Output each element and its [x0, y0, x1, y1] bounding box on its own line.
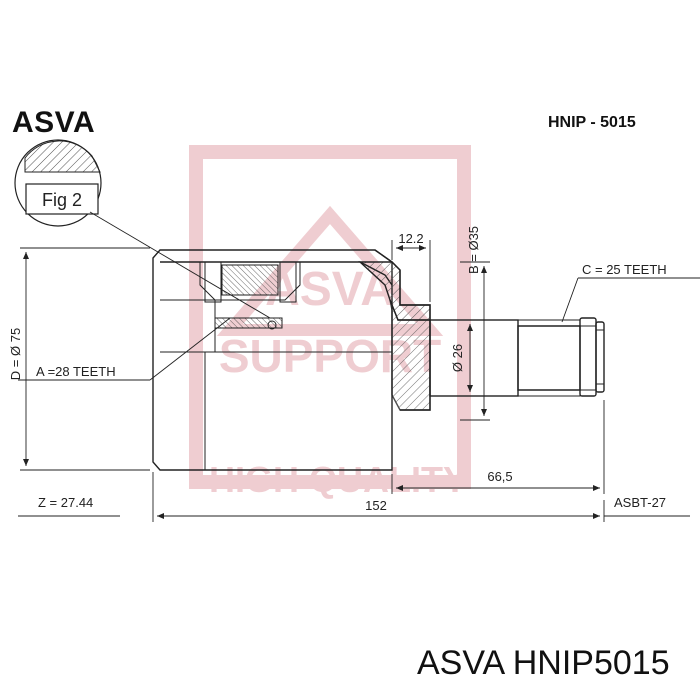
footer-caption: ASVA HNIP5015 — [417, 644, 670, 682]
housing — [152, 249, 431, 471]
dimension-labels: D = Ø 75 12.2 B = Ø35 Ø 26 C = 25 TEETH … — [8, 226, 667, 513]
dim-boot-ref: ASBT-27 — [614, 495, 666, 510]
dim-spline-b: B = Ø35 — [466, 226, 481, 274]
dim-overall: 152 — [365, 498, 387, 513]
dim-teeth-a: A =28 TEETH — [36, 364, 116, 379]
dim-spline-c: C = 25 TEETH — [582, 262, 667, 277]
brand-logo-text: ASVA — [12, 106, 96, 139]
dimension-lines — [18, 240, 700, 522]
shaft — [429, 317, 605, 397]
dim-shaft-dia: Ø 26 — [450, 344, 465, 372]
housing-hatch-lower — [389, 299, 431, 411]
dim-width-12: 12.2 — [398, 231, 423, 246]
dim-length-66: 66,5 — [487, 469, 512, 484]
detail-circle: Fig 2 — [14, 139, 271, 319]
watermark-frame — [189, 145, 471, 489]
part-number: HNIP - 5015 — [548, 114, 636, 131]
dim-diameter-d: D = Ø 75 — [8, 328, 23, 380]
watermark-line2: HIGH QUALITY — [209, 459, 467, 500]
housing-hatch-upper — [358, 261, 431, 321]
dim-z-value: Z = 27.44 — [38, 495, 93, 510]
detail-label-box — [25, 183, 99, 215]
detail-label: Fig 2 — [42, 190, 82, 210]
